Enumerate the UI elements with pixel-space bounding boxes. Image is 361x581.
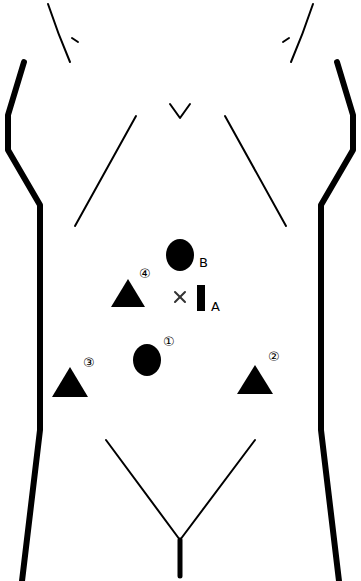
body-outline <box>321 62 353 581</box>
part-letter: A <box>211 300 220 313</box>
callout-number: ② <box>268 350 280 363</box>
port-triangle <box>111 279 145 307</box>
neck-line <box>48 4 70 62</box>
clavicle-mark <box>72 38 78 42</box>
port-circle <box>133 344 161 376</box>
costal-margin <box>225 116 286 226</box>
clavicle-mark <box>283 38 289 42</box>
callout-number: ③ <box>83 356 95 369</box>
port-triangle <box>237 365 273 394</box>
body-outline <box>8 62 40 581</box>
groin-line <box>178 540 183 576</box>
navel-mark <box>175 292 185 302</box>
groin-line <box>106 440 255 540</box>
navel-mark <box>175 292 185 302</box>
port-triangle <box>52 367 88 397</box>
neck-line <box>291 4 313 62</box>
xiphoid-mark <box>170 104 190 118</box>
costal-margin <box>75 116 136 226</box>
callout-number: ④ <box>139 267 151 280</box>
port-bar <box>197 285 205 311</box>
part-letter: B <box>199 256 208 269</box>
callout-number: ① <box>163 335 175 348</box>
port-circle <box>166 239 194 271</box>
